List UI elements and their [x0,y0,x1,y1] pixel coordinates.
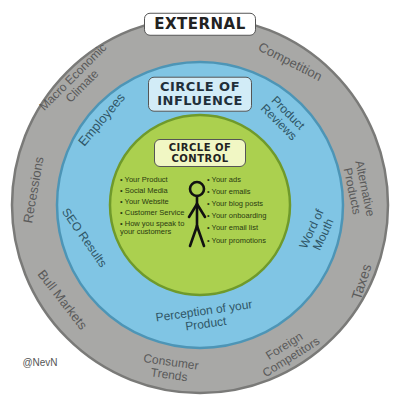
signature: @NevN [10,357,70,368]
ring-heading: CIRCLE OF INFLUENCE [148,77,252,112]
ring-circle [57,62,343,348]
control-item: • Your onboarding [207,212,277,220]
control-item: • Your email list [207,224,277,232]
ring-heading: CIRCLE OF CONTROL [154,139,246,167]
control-item: • Your blog posts [207,200,277,208]
influence-ring: CIRCLE OF INFLUENCEEmployeesProduct Revi… [55,60,345,350]
control-item: • Your ads [207,176,277,184]
ring-heading: EXTERNAL [144,13,256,36]
control-circle: CIRCLE OF CONTROL • Your Product • Social … [108,113,292,297]
control-item: • Your Website [120,198,200,206]
ring-circle [110,115,290,295]
control-item: • Your Product [120,176,200,184]
control-item: • How you speak to your customers [120,220,200,237]
control-item: • Social Media [120,187,200,195]
control-item: • Customer Service [120,209,200,217]
control-item: • Your emails [207,188,277,196]
external-ring: EXTERNALMacro Economic ClimateCompetitio… [10,15,390,395]
control-item: • Your promotions [207,237,277,245]
ring-circle [12,17,388,393]
